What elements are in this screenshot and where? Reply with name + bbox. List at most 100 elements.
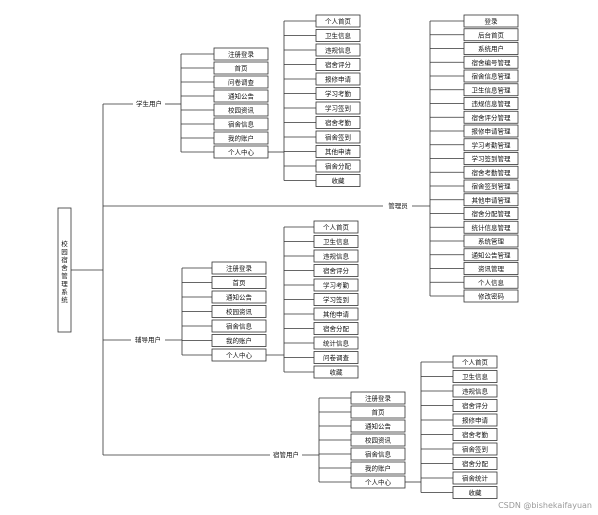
- root-node-char: 理: [61, 280, 68, 288]
- admin-module-17-label: 通知公告管理: [472, 250, 512, 259]
- counselor-personal-10: 收藏: [313, 365, 359, 379]
- student-module-0-label: 注册登录: [228, 50, 255, 59]
- student-personal-11: 收藏: [315, 174, 361, 187]
- admin-module-5: 卫生信息管理: [463, 83, 519, 97]
- counselor-personal-0-label: 个人首页: [323, 223, 350, 232]
- dorm-module-2: 通知公告: [350, 419, 406, 433]
- root-node-char: 系: [61, 287, 68, 296]
- student-personal-3-label: 宿舍评分: [325, 60, 352, 69]
- counselor-module-2-label: 通知公告: [226, 293, 253, 302]
- admin-module-15: 统计信息管理: [463, 220, 519, 234]
- admin-module-4: 宿舍信息管理: [463, 69, 519, 83]
- admin-module-10-label: 学习签到管理: [472, 154, 512, 163]
- student-module-4: 校园资讯: [213, 103, 269, 117]
- dorm-personal-1: 卫生信息: [452, 370, 498, 383]
- admin-module-2: 系统用户: [463, 42, 519, 55]
- student-module-6-label: 我的账户: [228, 134, 254, 143]
- student-personal-6: 学习签到: [315, 101, 361, 115]
- dorm-personal-6-label: 宿舍签到: [462, 445, 488, 454]
- dorm-module-0-label: 注册登录: [365, 394, 392, 403]
- student-module-0: 注册登录: [213, 47, 269, 61]
- student-personal-3: 宿舍评分: [315, 58, 361, 71]
- admin-module-7-label: 宿舍评分管理: [472, 113, 512, 122]
- counselor-personal-9: 问卷调查: [313, 351, 359, 364]
- counselor-personal-8-label: 统计信息: [323, 339, 350, 348]
- admin-module-19-label: 个人信息: [478, 278, 505, 287]
- student-personal-5: 学习考勤: [315, 87, 361, 100]
- dorm-personal-3: 宿舍评分: [452, 399, 498, 412]
- admin-module-5-label: 卫生信息管理: [472, 85, 512, 94]
- admin-module-0-label: 登录: [485, 17, 499, 26]
- student-personal-0: 个人首页: [315, 14, 361, 28]
- dorm-module-3: 校园资讯: [350, 433, 406, 447]
- admin-module-6-label: 违规信息管理: [472, 99, 512, 108]
- counselor-module-1-label: 首页: [233, 278, 247, 287]
- dorm-module-3-label: 校园资讯: [365, 436, 392, 445]
- watermark: CSDN @bishekaifayuan: [498, 501, 592, 510]
- student-module-1: 首页: [213, 61, 269, 75]
- admin-module-11-label: 宿舍考勤管理: [472, 168, 512, 177]
- admin-module-15-label: 统计信息管理: [472, 223, 512, 232]
- counselor-personal-4: 学习考勤: [313, 278, 359, 292]
- student-personal-9: 其他申请: [315, 145, 361, 158]
- counselor-module-4-label: 宿舍信息: [226, 322, 253, 331]
- student-module-6: 我的账户: [213, 131, 269, 145]
- admin-module-13: 其他申请管理: [463, 193, 519, 207]
- dorm-personal-2-label: 违规信息: [462, 387, 489, 396]
- counselor-personal-9-label: 问卷调查: [323, 353, 350, 362]
- counselor-module-0: 注册登录: [211, 261, 267, 275]
- student-module-5: 宿舍信息: [213, 117, 269, 131]
- root-node-char: 管: [61, 271, 68, 280]
- admin-module-11: 宿舍考勤管理: [463, 165, 519, 179]
- student-personal-11-label: 收藏: [332, 176, 346, 185]
- dorm-personal-9: 收藏: [452, 486, 498, 499]
- student-personal-5-label: 学习考勤: [325, 89, 352, 98]
- counselor-personal-3: 宿舍评分: [313, 264, 359, 277]
- dorm-module-1: 首页: [350, 405, 406, 419]
- counselor-personal-1-label: 卫生信息: [323, 237, 350, 246]
- dorm-personal-0: 个人首页: [452, 355, 498, 369]
- counselor-module-1: 首页: [211, 276, 267, 289]
- dorm-personal-0-label: 个人首页: [462, 358, 489, 367]
- counselor-personal-2-label: 违规信息: [323, 252, 350, 261]
- admin-module-13-label: 其他申请管理: [472, 195, 512, 204]
- root-node-char: 宿: [61, 255, 68, 264]
- student-module-2: 问卷调查: [213, 75, 269, 89]
- counselor-user-node: 辅导用户: [135, 335, 161, 344]
- admin-module-20-label: 修改密码: [478, 292, 505, 301]
- root-node-char: 园: [61, 248, 68, 256]
- dorm-module-5: 我的账户: [350, 461, 406, 475]
- student-personal-10: 宿舍分配: [315, 159, 361, 173]
- counselor-module-0-label: 注册登录: [226, 264, 253, 273]
- admin-module-4-label: 宿舍信息管理: [472, 72, 512, 81]
- student-personal-8-label: 宿舍签到: [325, 133, 351, 142]
- student-module-2-label: 问卷调查: [228, 78, 255, 87]
- admin-module-1: 后台首页: [463, 28, 519, 42]
- student-module-3: 通知公告: [213, 89, 269, 103]
- dorm-module-4: 宿舍信息: [350, 447, 406, 461]
- admin-module-3-label: 宿舍编号管理: [472, 58, 512, 67]
- admin-module-1-label: 后台首页: [478, 30, 505, 39]
- student-personal-1: 卫生信息: [315, 29, 361, 42]
- student-personal-6-label: 学习签到: [325, 104, 351, 113]
- admin-module-16-label: 系统管理: [478, 237, 505, 246]
- dorm-personal-7: 宿舍分配: [452, 457, 498, 470]
- dorm-module-4-label: 宿舍信息: [365, 450, 392, 459]
- student-module-4-label: 校园资讯: [228, 106, 255, 115]
- counselor-personal-7-label: 宿舍分配: [323, 324, 350, 333]
- dorm-personal-5: 宿舍考勤: [452, 428, 498, 441]
- student-module-7: 个人中心: [213, 145, 269, 159]
- admin-module-12: 宿舍签到管理: [463, 179, 519, 193]
- admin-module-0: 登录: [463, 14, 519, 28]
- admin-module-2-label: 系统用户: [478, 44, 504, 53]
- dorm-personal-1-label: 卫生信息: [462, 372, 489, 381]
- admin-module-16: 系统管理: [463, 234, 519, 248]
- dorm-module-5-label: 我的账户: [365, 464, 391, 473]
- root-node-char: 校: [61, 239, 68, 248]
- counselor-personal-5-label: 学习签到: [323, 295, 349, 304]
- student-module-5-label: 宿舍信息: [228, 120, 255, 129]
- student-user-node: 学生用户: [136, 99, 162, 108]
- counselor-personal-10-label: 收藏: [330, 368, 344, 377]
